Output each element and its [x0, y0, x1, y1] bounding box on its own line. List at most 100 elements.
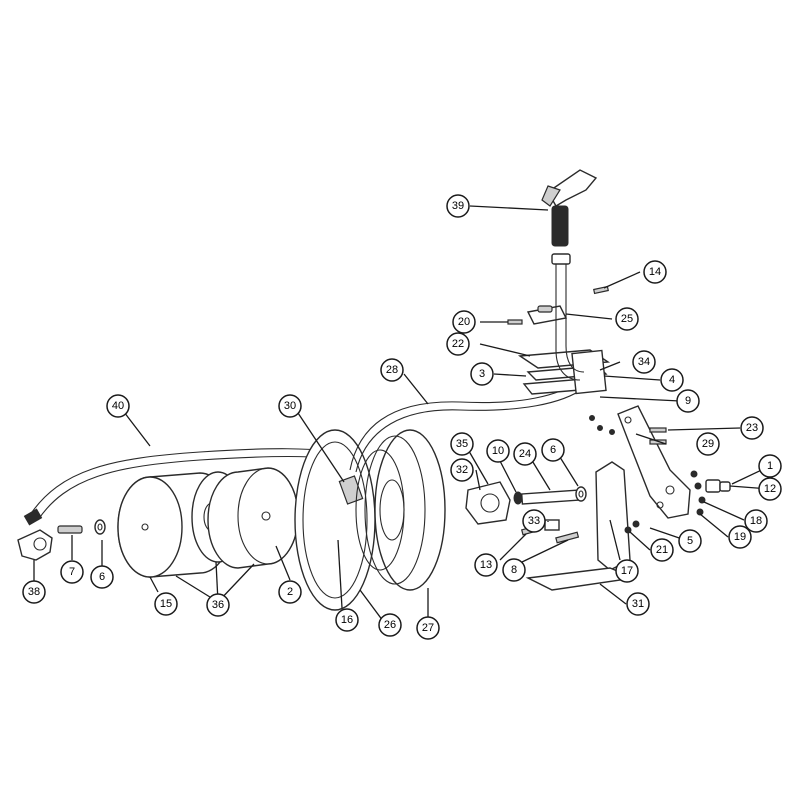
callout-27: 27 — [416, 616, 440, 640]
leader-2 — [275, 545, 291, 581]
callout-24: 24 — [513, 442, 537, 466]
callout-34: 34 — [632, 350, 656, 374]
callout-29-label: 29 — [702, 438, 714, 450]
leader-29 — [635, 433, 667, 445]
callout-26: 26 — [378, 613, 402, 637]
leader-39 — [469, 205, 549, 211]
callout-5-label: 5 — [687, 535, 693, 547]
part-hose-guide — [526, 305, 568, 325]
part-pin-20 — [507, 319, 523, 325]
callout-21-label: 21 — [656, 544, 668, 556]
part-o-ring — [513, 491, 523, 505]
callout-33-label: 33 — [528, 515, 540, 527]
callout-15-label: 15 — [160, 598, 172, 610]
callout-1: 1 — [758, 454, 782, 478]
callout-4-label: 4 — [669, 374, 675, 386]
callout-13: 13 — [474, 553, 498, 577]
callout-24-label: 24 — [519, 448, 531, 460]
callout-2-label: 2 — [287, 586, 293, 598]
callout-28: 28 — [380, 358, 404, 382]
callout-5: 5 — [678, 529, 702, 553]
callout-3: 3 — [470, 362, 494, 386]
callout-36: 36 — [206, 593, 230, 617]
callout-29: 29 — [696, 432, 720, 456]
callout-19-label: 19 — [734, 531, 746, 543]
part-swivel-housing — [465, 481, 511, 525]
callout-38-label: 38 — [28, 586, 40, 598]
leader-30 — [295, 409, 345, 483]
callout-12-label: 12 — [764, 483, 776, 495]
leader-15 — [149, 576, 159, 593]
callout-35-label: 35 — [456, 438, 468, 450]
callout-6-right: 6 — [541, 438, 565, 462]
callout-7: 7 — [60, 560, 84, 584]
leader-32 — [475, 469, 481, 491]
leader-34 — [599, 361, 621, 371]
part-inlet-fitting — [705, 479, 731, 493]
part-washer-left — [94, 519, 106, 535]
callout-25: 25 — [615, 307, 639, 331]
callout-39-label: 39 — [452, 200, 464, 212]
callout-9-label: 9 — [685, 395, 691, 407]
callout-13-label: 13 — [480, 559, 492, 571]
callout-28-label: 28 — [386, 364, 398, 376]
callout-8-label: 8 — [511, 564, 517, 576]
callout-21: 21 — [650, 538, 674, 562]
part-hose-top — [349, 379, 585, 473]
callout-31: 31 — [626, 592, 650, 616]
leader-40 — [123, 411, 151, 447]
callout-14-label: 14 — [649, 266, 661, 278]
callout-3-label: 3 — [479, 368, 485, 380]
callout-17: 17 — [615, 559, 639, 583]
callout-20-label: 20 — [458, 316, 470, 328]
leader-lines — [33, 205, 771, 628]
callout-2: 2 — [278, 580, 302, 604]
callout-26-label: 26 — [384, 619, 396, 631]
callout-16-label: 16 — [341, 614, 353, 626]
callout-30: 30 — [278, 394, 302, 418]
callout-23-label: 23 — [746, 422, 758, 434]
part-shaft — [520, 489, 582, 505]
callout-6-left: 6 — [90, 565, 114, 589]
callout-33: 33 — [522, 509, 546, 533]
leader-17 — [609, 519, 621, 561]
callout-15: 15 — [154, 592, 178, 616]
callout-4: 4 — [660, 368, 684, 392]
callout-6-left-label: 6 — [99, 571, 105, 583]
callout-20: 20 — [452, 310, 476, 334]
part-hose-vertical — [551, 253, 585, 381]
callout-22: 22 — [446, 332, 470, 356]
callout-31-label: 31 — [632, 598, 644, 610]
leader-18 — [703, 501, 745, 521]
part-spring — [57, 525, 83, 534]
leader-23 — [667, 427, 741, 431]
leader-21 — [629, 531, 651, 551]
leader-4 — [603, 375, 661, 381]
callout-27-label: 27 — [422, 622, 434, 634]
leader-9 — [599, 396, 681, 402]
leader-6b — [557, 453, 579, 487]
callout-18: 18 — [744, 509, 768, 533]
leader-3 — [493, 373, 527, 377]
callout-14: 14 — [643, 260, 667, 284]
leader-31 — [599, 583, 627, 605]
callout-22-label: 22 — [452, 338, 464, 350]
part-reel-flange — [294, 429, 376, 611]
callout-39: 39 — [446, 194, 470, 218]
callout-40-label: 40 — [112, 400, 124, 412]
callout-34-label: 34 — [638, 356, 650, 368]
leader-22 — [479, 343, 531, 357]
leader-16 — [337, 539, 343, 609]
part-arm-plate — [617, 405, 691, 519]
callout-30-label: 30 — [284, 400, 296, 412]
part-spray-nozzle — [541, 169, 598, 247]
part-guide-plates — [517, 349, 611, 395]
part-rear-cover — [207, 467, 299, 569]
callout-25-label: 25 — [621, 313, 633, 325]
callout-7-label: 7 — [69, 566, 75, 578]
leader-19 — [699, 513, 729, 538]
part-reel-drum — [355, 429, 446, 591]
callout-35: 35 — [450, 432, 474, 456]
callout-19: 19 — [728, 525, 752, 549]
